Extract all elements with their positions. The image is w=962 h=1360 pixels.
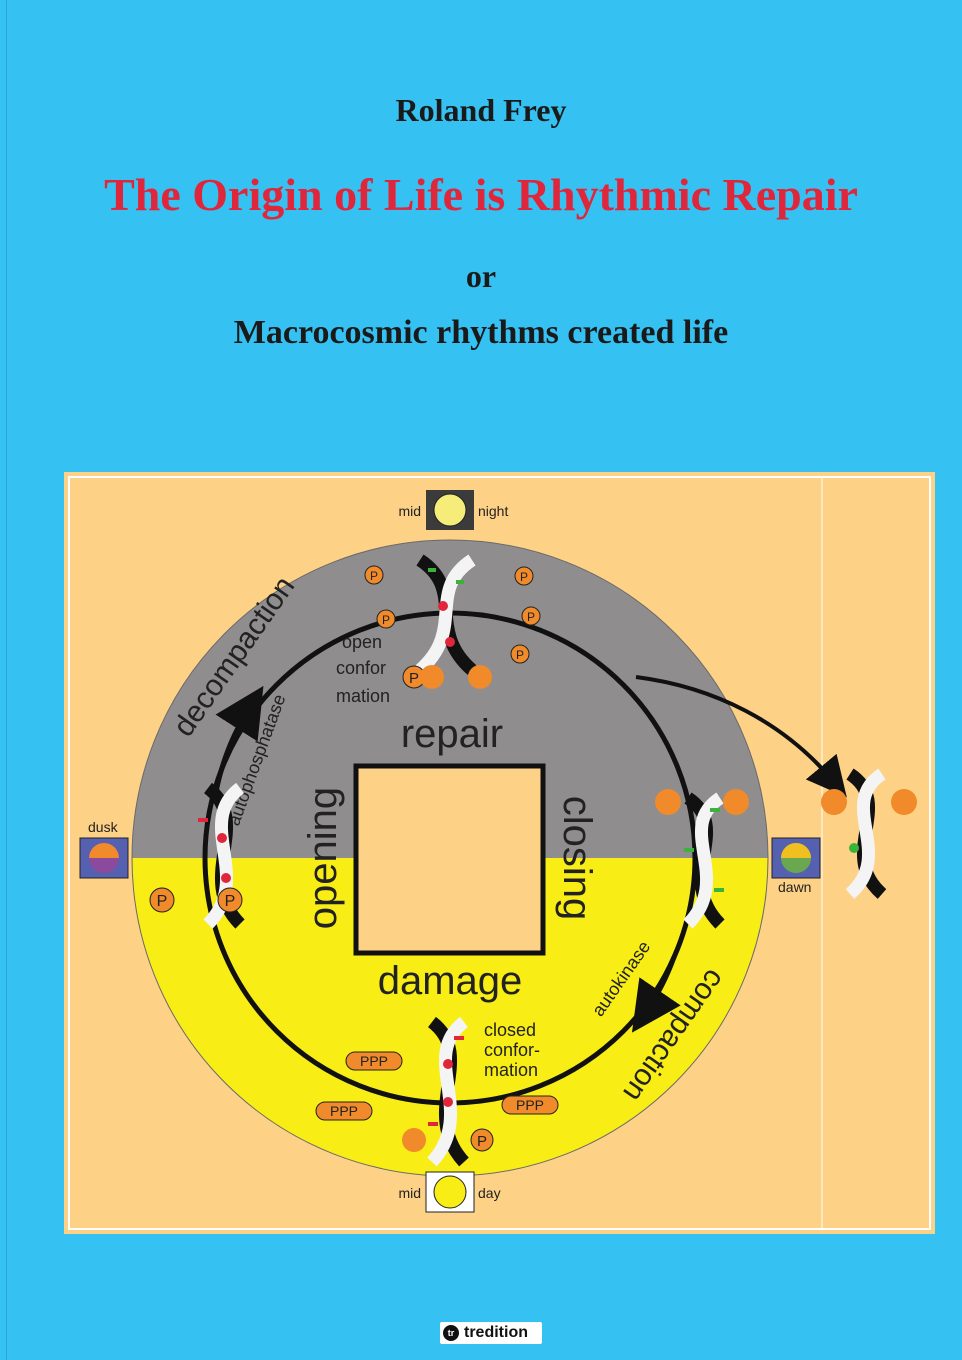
- helix-dawn: [683, 792, 725, 929]
- author-name: Roland Frey: [395, 92, 567, 128]
- midnight-label-right: night: [478, 503, 508, 519]
- day-half-disc: [132, 858, 768, 1176]
- night-half-disc: [132, 540, 768, 858]
- publisher-name: tredition: [464, 1324, 528, 1341]
- tredition-logo-icon: tr: [443, 1325, 459, 1341]
- svg-text:P: P: [370, 569, 378, 583]
- exit-arrow: [635, 675, 847, 798]
- svg-text:P: P: [516, 648, 524, 662]
- svg-text:P: P: [225, 893, 236, 910]
- repair-label: repair: [401, 712, 503, 756]
- midnight-label-left: mid: [398, 503, 421, 519]
- dusk-label: dusk: [88, 819, 119, 835]
- helix-bottom: [427, 1016, 469, 1167]
- open-conformation-line1: open: [342, 632, 382, 652]
- svg-text:P: P: [382, 613, 390, 627]
- triphosphate-group-bottom: PPP PPP PPP P: [315, 1051, 559, 1152]
- helix-exit: [845, 768, 887, 899]
- compaction-arrow: [631, 956, 681, 1033]
- svg-text:P: P: [527, 610, 535, 624]
- closed-conformation-line3: mation: [484, 1060, 538, 1080]
- closing-label: closing: [555, 796, 599, 921]
- phosphate-group-top: P P P P P P: [364, 565, 541, 689]
- open-conformation-line3: mation: [336, 686, 390, 706]
- central-square: [353, 763, 546, 956]
- decompaction-arrow: [213, 685, 264, 793]
- damage-label: damage: [378, 959, 523, 1003]
- midnight-moon-icon: [433, 493, 467, 527]
- dawn-label: dawn: [778, 879, 811, 895]
- svg-text:P: P: [409, 670, 419, 687]
- page-edge-line: [6, 0, 7, 1360]
- publisher-logo: tr tredition: [440, 1322, 542, 1344]
- svg-text:P: P: [157, 893, 168, 910]
- cover-diagram: mid night mid day dusk dawn repair damag…: [64, 472, 935, 1234]
- midday-label-left: mid: [398, 1185, 421, 1201]
- opening-label: opening: [301, 787, 345, 929]
- book-title: The Origin of Life is Rhythmic Repair: [104, 169, 858, 220]
- phosphate-group-dusk: P P: [149, 887, 243, 913]
- title-connector: or: [465, 258, 497, 294]
- diagram-frame: [68, 476, 931, 1230]
- orange-balls-dawn: [655, 789, 917, 815]
- closed-conformation-line1: closed: [484, 1020, 536, 1040]
- svg-text:P: P: [477, 1133, 487, 1150]
- svg-text:PPP: PPP: [516, 1097, 544, 1113]
- midday-label-right: day: [478, 1185, 501, 1201]
- open-conformation-line2: confor: [336, 658, 386, 678]
- svg-text:PPP: PPP: [330, 1103, 358, 1119]
- closed-conformation-line2: confor-: [484, 1040, 540, 1060]
- midday-sun-icon: [433, 1175, 467, 1209]
- book-subtitle: Macrocosmic rhythms created life: [233, 314, 729, 351]
- svg-text:PPP: PPP: [360, 1053, 388, 1069]
- svg-text:P: P: [520, 570, 528, 584]
- helix-top: [415, 554, 477, 675]
